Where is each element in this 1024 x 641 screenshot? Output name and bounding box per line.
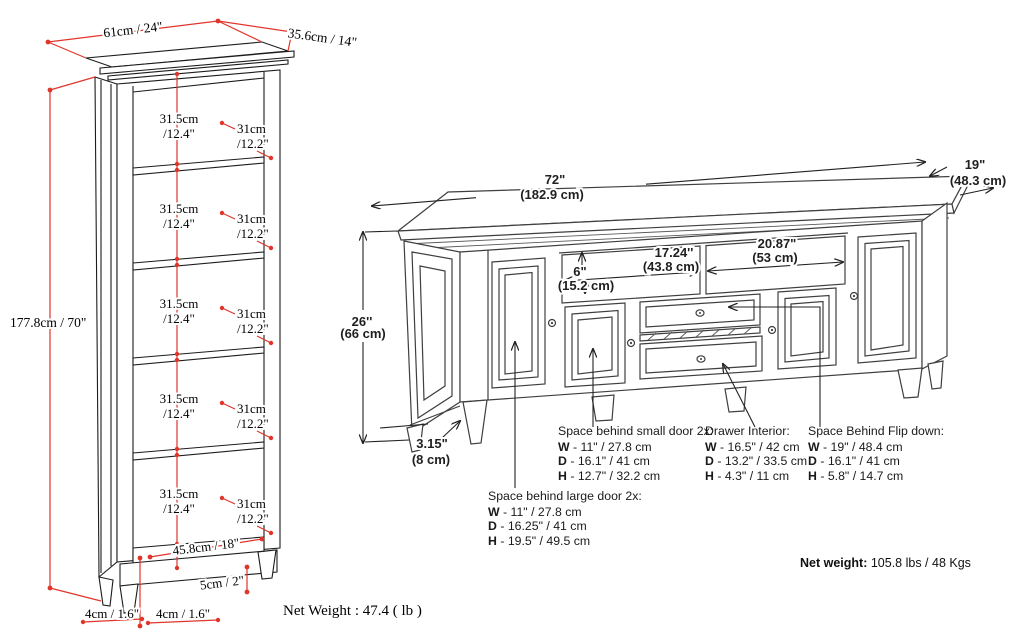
svg-text:/12.4": /12.4" bbox=[163, 126, 195, 141]
tv-shelf-height-cm-label: (15.2 cm) bbox=[558, 278, 614, 293]
svg-text:31cm: 31cm bbox=[237, 401, 266, 416]
shelf-label-5: 31.5cm /12.4" 31cm /12.2" bbox=[158, 484, 271, 528]
note-flip-down-title: Space Behind Flip down: bbox=[808, 424, 945, 438]
tv-depth-in-label: 19" bbox=[965, 157, 986, 172]
tv-leg-in-label: 3.15" bbox=[416, 436, 447, 451]
tv-shelf2-width-in-label: 20.87" bbox=[758, 236, 797, 251]
svg-text:/12.4": /12.4" bbox=[163, 311, 195, 326]
note-row: H - 5.8" / 14.7 cm bbox=[808, 468, 904, 483]
note-row: D - 13.2" / 33.5 cm bbox=[705, 454, 808, 468]
svg-text:/12.2": /12.2" bbox=[237, 321, 269, 336]
note-flip-down: Space Behind Flip down: W - 19" / 48.4 c… bbox=[808, 424, 944, 483]
tv-leg-cm-label: (8 cm) bbox=[412, 452, 450, 467]
shelf-label-1: 31.5cm /12.4" 31cm /12.2" bbox=[158, 109, 271, 153]
tv-stand-diagram: 72" (182.9 cm) 19" (48.3 cm) 26'' (66 cm… bbox=[338, 155, 1008, 488]
note-small-door: Space behind small door 2x: W - 11" / 27… bbox=[558, 424, 713, 483]
svg-text:31cm: 31cm bbox=[237, 496, 266, 511]
note-row: W - 16.5" / 42 cm bbox=[705, 439, 800, 454]
bookcase-net-weight: Net Weight : 47.4 ( lb ) bbox=[283, 603, 422, 619]
note-row: W - 19" / 48.4 cm bbox=[808, 439, 903, 454]
note-row: D - 16.1" / 41 cm bbox=[808, 454, 900, 468]
tv-height-in-label: 26'' bbox=[352, 314, 373, 329]
tv-width-in-label: 72" bbox=[545, 172, 566, 187]
note-drawer-title: Drawer Interior: bbox=[705, 424, 790, 438]
svg-text:31.5cm: 31.5cm bbox=[160, 201, 199, 216]
bookcase-height-label: 177.8cm / 70" bbox=[10, 315, 86, 330]
svg-text:/12.4": /12.4" bbox=[163, 216, 195, 231]
tv-depth-cm-label: (48.3 cm) bbox=[950, 173, 1006, 188]
bookcase-dimension-lines bbox=[45, 18, 295, 629]
bookcase-foot-side-label: 4cm / 1.6" bbox=[85, 606, 139, 621]
svg-text:31cm: 31cm bbox=[237, 306, 266, 321]
svg-text:/12.2": /12.2" bbox=[237, 226, 269, 241]
tv-net-weight: Net weight: 105.8 lbs / 48 Kgs bbox=[800, 556, 971, 570]
note-row: H - 19.5" / 49.5 cm bbox=[488, 533, 591, 548]
note-row: D - 16.1" / 41 cm bbox=[558, 454, 650, 468]
note-row: D - 16.25" / 41 cm bbox=[488, 519, 587, 533]
tv-net-weight-label: Net weight: bbox=[800, 556, 868, 570]
bookcase-line-art bbox=[85, 41, 295, 614]
tv-stand-line-art bbox=[396, 174, 969, 453]
shelf-label-4: 31.5cm /12.4" 31cm /12.2" bbox=[158, 389, 271, 433]
svg-text:31cm: 31cm bbox=[237, 121, 266, 136]
svg-text:31.5cm: 31.5cm bbox=[160, 296, 199, 311]
shelf-label-2: 31.5cm /12.4" 31cm /12.2" bbox=[158, 199, 271, 243]
svg-text:31cm: 31cm bbox=[237, 211, 266, 226]
tv-height-cm-label: (66 cm) bbox=[340, 326, 386, 341]
tv-shelf-height-in-label: 6" bbox=[573, 264, 586, 279]
bookcase-top-depth-label: 35.6cm / 14" bbox=[287, 25, 358, 50]
tv-shelf1-width-in-label: 17.24'' bbox=[655, 245, 694, 260]
svg-text:31.5cm: 31.5cm bbox=[160, 111, 199, 126]
bookcase-diagram: 61cm / 24" 35.6cm / 14" 177.8cm / 70" 31… bbox=[8, 17, 360, 629]
note-row: W - 11" / 27.8 cm bbox=[488, 504, 582, 519]
tv-width-cm-label: (182.9 cm) bbox=[520, 187, 584, 202]
svg-text:31.5cm: 31.5cm bbox=[160, 486, 199, 501]
tv-net-weight-value: 105.8 lbs / 48 Kgs bbox=[870, 556, 971, 570]
svg-text:/12.2": /12.2" bbox=[237, 416, 269, 431]
note-small-door-title: Space behind small door 2x: bbox=[558, 424, 714, 438]
note-large-door-title: Space behind large door 2x: bbox=[488, 489, 642, 503]
tv-shelf2-width-cm-label: (53 cm) bbox=[752, 250, 798, 265]
bookcase-foot-front-label: 4cm / 1.6" bbox=[156, 606, 210, 621]
tv-stand-dimension-lines bbox=[363, 162, 993, 488]
svg-text:/12.4": /12.4" bbox=[163, 501, 195, 516]
shelf-label-3: 31.5cm /12.4" 31cm /12.2" bbox=[158, 294, 271, 338]
tv-shelf1-width-cm-label: (43.8 cm) bbox=[643, 259, 699, 274]
svg-text:31.5cm: 31.5cm bbox=[160, 391, 199, 406]
note-row: W - 11" / 27.8 cm bbox=[558, 439, 652, 454]
note-row: H - 4.3" / 11 cm bbox=[705, 468, 790, 483]
note-large-door: Space behind large door 2x: W - 11" / 27… bbox=[488, 489, 642, 548]
bookcase-top-width-label: 61cm / 24" bbox=[103, 19, 164, 41]
svg-text:/12.2": /12.2" bbox=[237, 136, 269, 151]
svg-text:/12.2": /12.2" bbox=[237, 511, 269, 526]
tv-stand-labels: 72" (182.9 cm) 19" (48.3 cm) 26'' (66 cm… bbox=[338, 155, 1008, 469]
note-drawer-interior: Drawer Interior: W - 16.5" / 42 cm D - 1… bbox=[705, 424, 807, 483]
note-row: H - 12.7" / 32.2 cm bbox=[558, 468, 661, 483]
svg-text:/12.4": /12.4" bbox=[163, 406, 195, 421]
